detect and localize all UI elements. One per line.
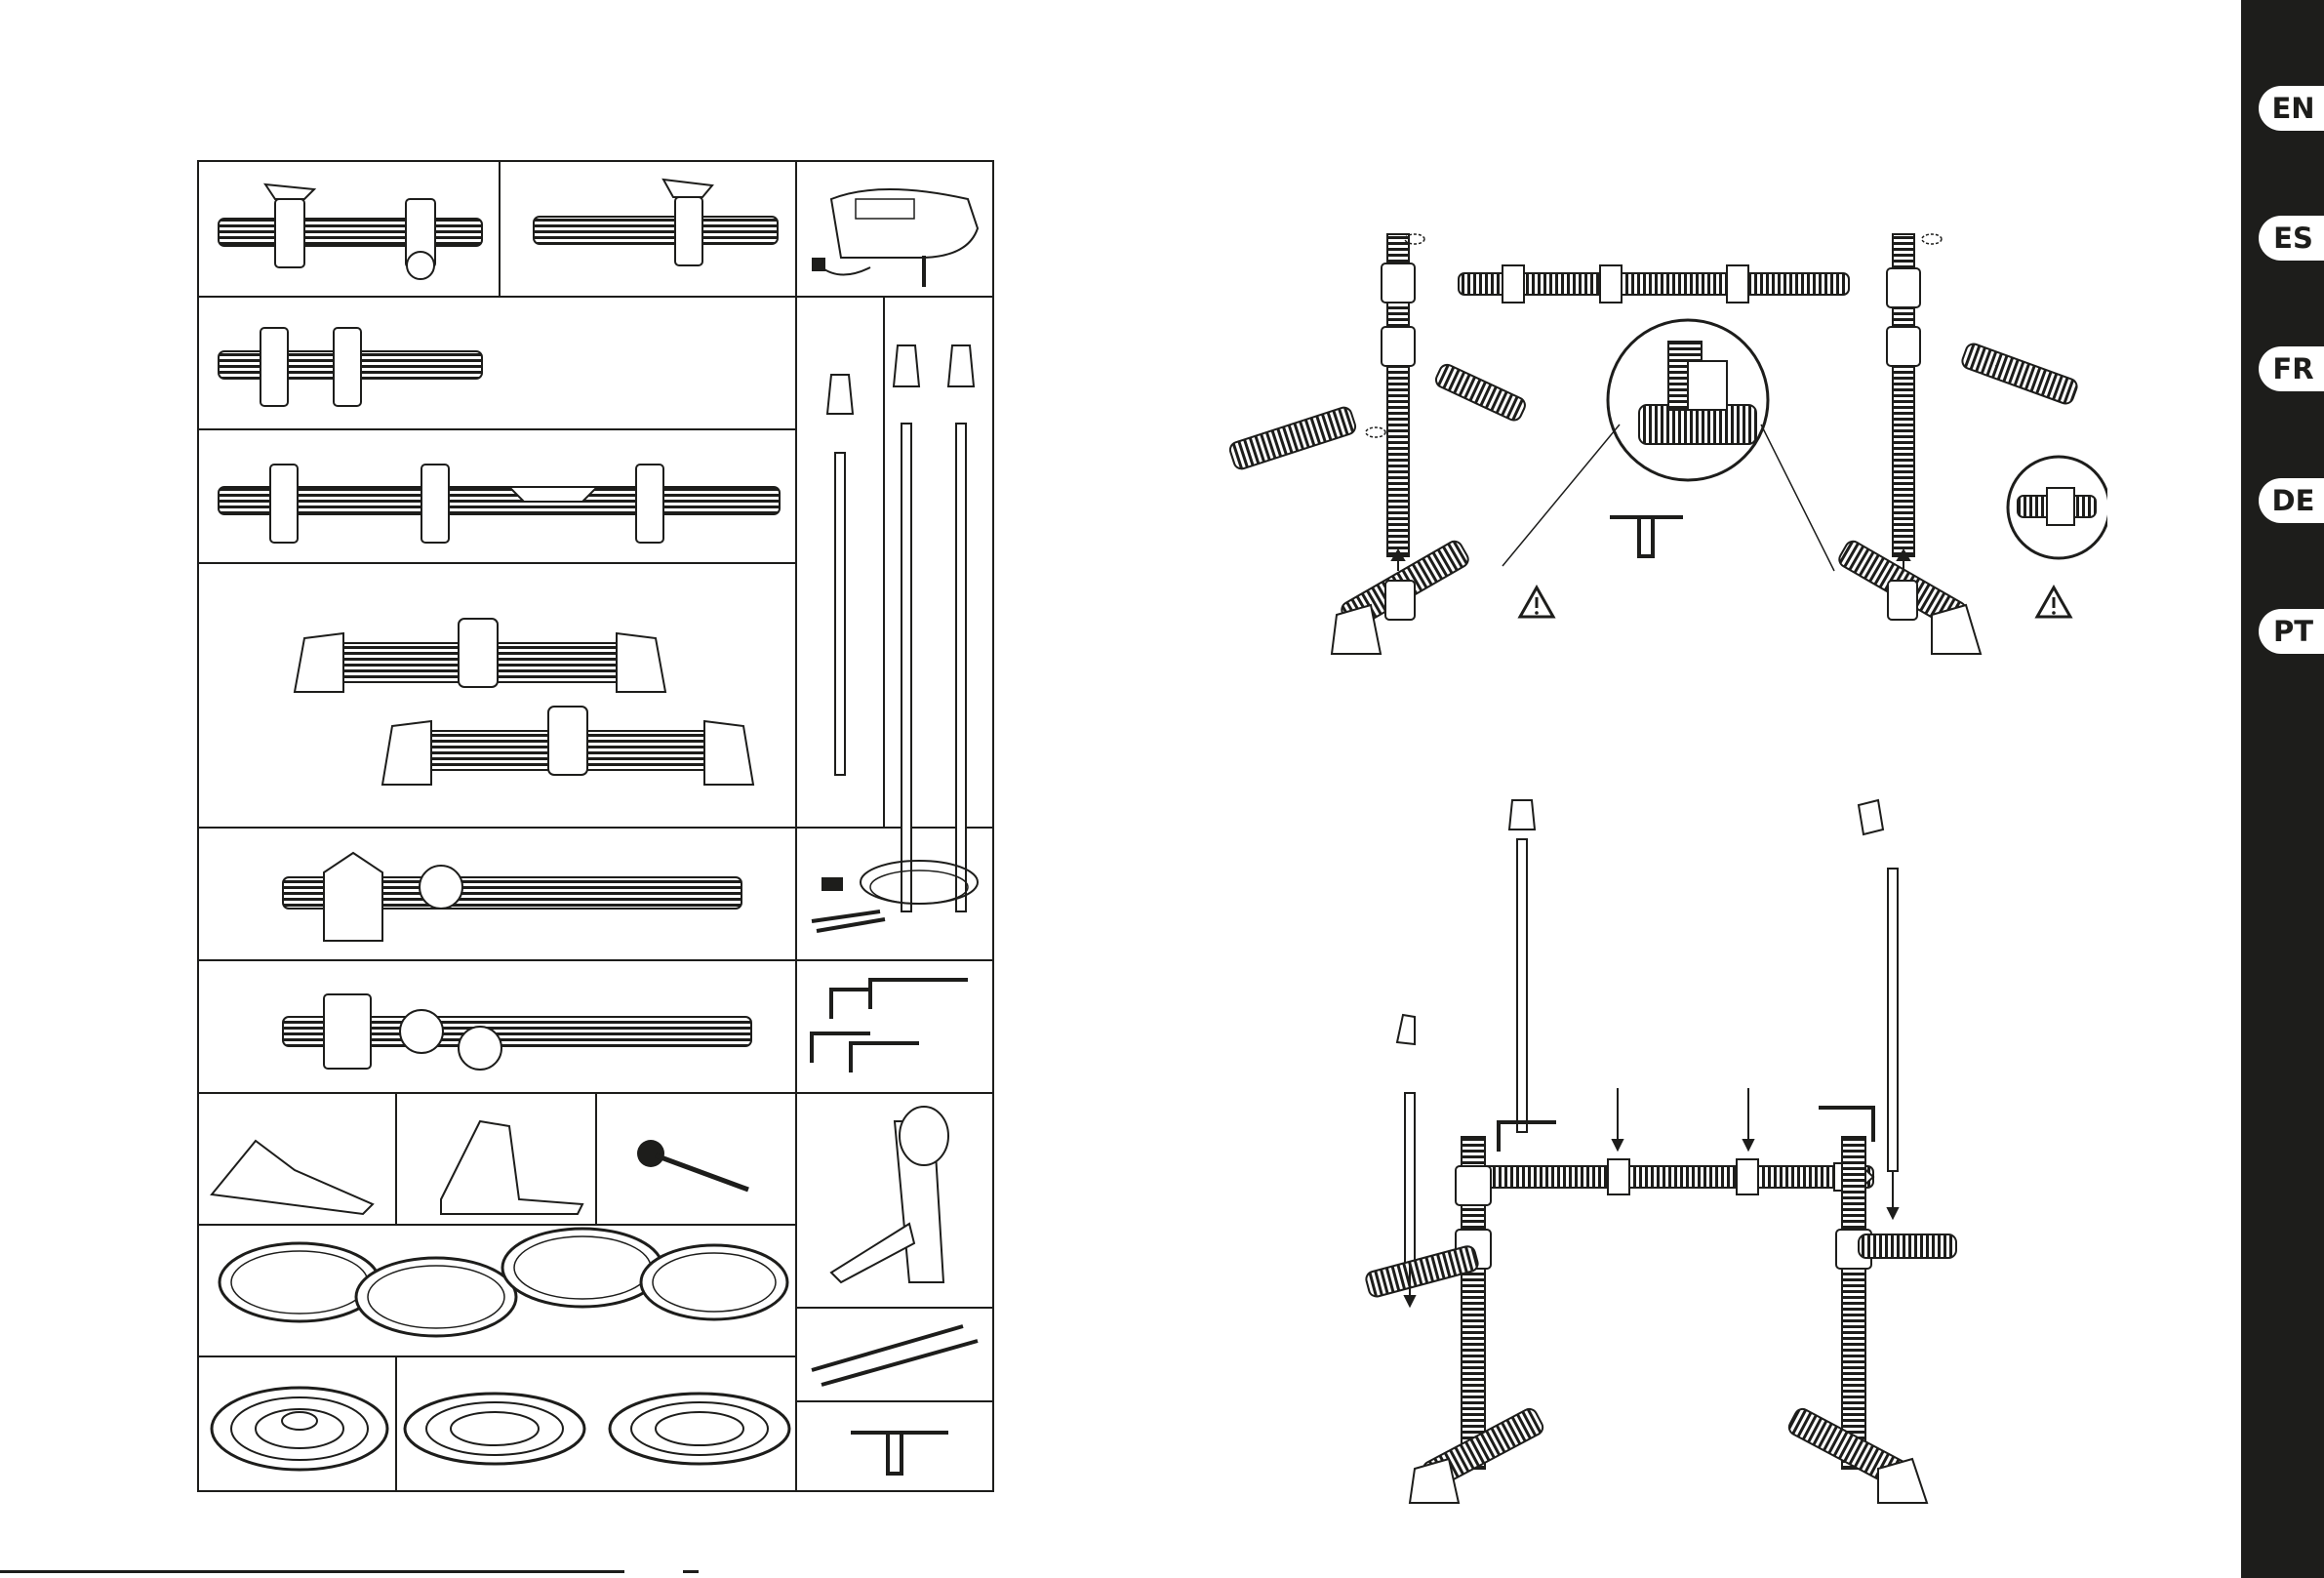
part-side-bar-two-clamps — [219, 328, 482, 406]
part-long-bar-three-clamps — [219, 465, 780, 543]
part-drum-module — [812, 189, 978, 287]
assembly-diagram-bottom — [1346, 781, 2010, 1522]
language-tab-label: ES — [2273, 222, 2313, 255]
part-feet-pair — [295, 619, 753, 785]
language-tab-pt[interactable]: PT — [2259, 609, 2324, 654]
assembled-cross-bar — [1473, 1159, 1873, 1194]
parts-list-grid — [197, 160, 994, 1492]
drum-key-icon — [1610, 517, 1683, 556]
language-tab-label: PT — [2273, 615, 2313, 648]
right-upright-post — [1887, 234, 1920, 556]
assembled-left-upright — [1456, 1137, 1491, 1469]
language-tab-label: EN — [2271, 92, 2314, 125]
language-tab-de[interactable]: DE — [2259, 478, 2324, 523]
left-upright-post — [1382, 234, 1415, 556]
part-bar-one-clamp — [534, 180, 778, 265]
language-tab-es[interactable]: ES — [2259, 216, 2324, 261]
part-cross-bar-t-clamp — [283, 853, 741, 941]
left-side-arms — [1228, 362, 1528, 470]
footer-tick — [683, 1570, 699, 1573]
part-kick-pedal — [441, 1121, 582, 1214]
parts-grid-frame — [197, 160, 994, 1492]
assembled-right-upright — [1836, 1137, 1871, 1469]
part-short-bar-two-clamps — [219, 184, 482, 279]
language-tab-label: DE — [2272, 484, 2315, 517]
assembled-right-arm — [1859, 1234, 1956, 1258]
detail-zoom-circle — [1503, 320, 1834, 571]
part-beater — [637, 1140, 748, 1190]
warning-triangle-icon — [1520, 587, 1553, 617]
right-side-arm — [1960, 342, 2079, 405]
warning-triangle-icon — [2037, 587, 2070, 617]
part-drumsticks — [812, 1326, 978, 1385]
allen-key-icons — [1499, 1108, 1873, 1152]
cymbal-arm-right — [1859, 800, 1898, 1171]
detail-clamp-circle — [2008, 457, 2107, 558]
part-kick-tower — [831, 1107, 948, 1282]
footer-rule — [0, 1570, 624, 1573]
part-cable-harness — [812, 861, 978, 931]
cymbal-arm-left-low — [1397, 1015, 1415, 1264]
language-tab-bar: EN ES FR DE PT — [2241, 0, 2324, 1578]
language-tab-en[interactable]: EN — [2259, 86, 2324, 131]
part-cymbals — [212, 1388, 789, 1470]
part-hihat-pedal — [212, 1141, 373, 1214]
language-tab-fr[interactable]: FR — [2259, 346, 2324, 391]
top-cross-bar — [1459, 265, 1849, 303]
language-tab-label: FR — [2272, 352, 2313, 385]
cymbal-arm-left-high — [1509, 800, 1535, 1132]
drum-key-icon — [851, 1433, 948, 1474]
assembly-diagram-top — [1210, 195, 2107, 722]
part-center-bar-clamps — [283, 994, 751, 1070]
part-tom-pads — [220, 1229, 787, 1336]
part-allen-keys — [812, 980, 968, 1072]
